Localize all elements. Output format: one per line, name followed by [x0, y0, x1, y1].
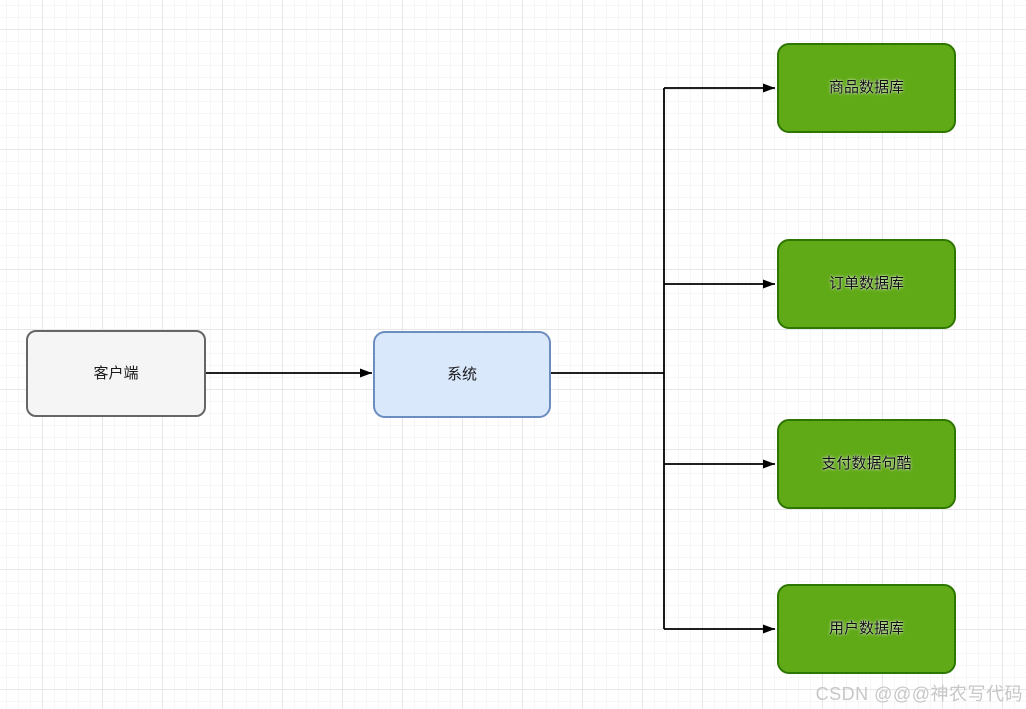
node-product-db: 商品数据库 [777, 43, 956, 133]
watermark: CSDN @@@神农写代码 [815, 684, 1023, 704]
node-order-db: 订单数据库 [777, 239, 956, 329]
node-system-label: 系统 [446, 365, 477, 383]
node-product-db-label: 商品数据库 [828, 79, 904, 96]
node-payment-db-label: 支付数据句酷 [821, 455, 912, 472]
node-user-db: 用户数据库 [777, 584, 956, 674]
node-system: 系统 [373, 331, 551, 418]
node-client: 客户端 [26, 330, 206, 417]
node-payment-db: 支付数据句酷 [777, 419, 956, 509]
node-client-label: 客户端 [93, 364, 139, 382]
node-order-db-label: 订单数据库 [828, 275, 904, 292]
node-user-db-label: 用户数据库 [828, 620, 904, 637]
